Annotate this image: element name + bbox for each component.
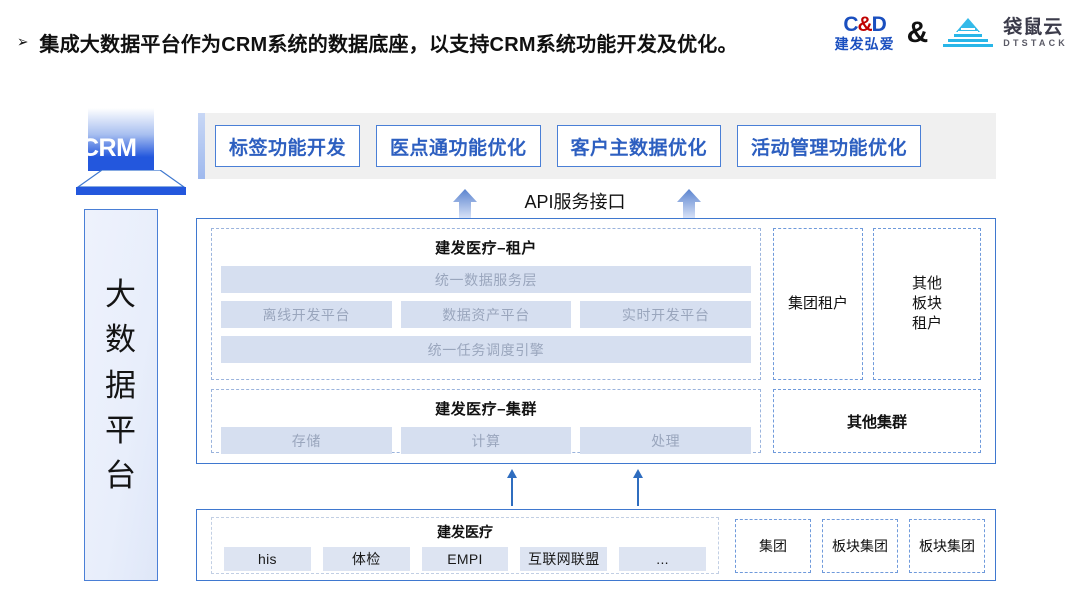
crm-modules-strip: 标签功能开发 医点通功能优化 客户主数据优化 活动管理功能优化 — [198, 113, 996, 179]
dtstack-name-en: DTSTACK — [1003, 37, 1068, 48]
sources-title: 建发医疗 — [437, 524, 493, 540]
source-side-group: 集团 — [735, 519, 811, 573]
bullet-arrow-icon: ➢ — [17, 33, 29, 51]
crm-funnel: CRM — [76, 108, 186, 196]
group-tenant-box: 集团租户 — [773, 228, 863, 380]
bar-char-4: 台 — [105, 458, 137, 493]
cluster-compute: 计算 — [400, 427, 572, 454]
tenant-platform-row: 离线开发平台 数据资产平台 实时开发平台 — [212, 301, 760, 328]
source-up-arrow-left-icon — [507, 469, 517, 506]
platform-container: 建发医疗–租户 统一数据服务层 离线开发平台 数据资产平台 实时开发平台 统一任… — [196, 218, 996, 464]
tenant-service-layer-row: 统一数据服务层 — [212, 266, 760, 293]
source-side-segment-group-2: 板块集团 — [909, 519, 985, 573]
cd-logo-c: C — [843, 13, 858, 36]
page-title: 集成大数据平台作为CRM系统的数据底座，以支持CRM系统功能开发及优化。 — [39, 34, 738, 56]
unified-data-service-layer: 统一数据服务层 — [221, 266, 751, 293]
data-sources-container: 建发医疗 his 体检 EMPI 互联网联盟 ... 集团 板块集团 板块集团 — [196, 509, 996, 581]
dtstack-wordmark: 袋鼠云 DTSTACK — [1003, 18, 1068, 48]
cd-logo-chinese: 建发弘爱 — [834, 36, 895, 52]
other-segment-tenant-box: 其他 板块 租户 — [873, 228, 981, 380]
dtstack-mark-icon — [943, 17, 994, 47]
source-chip-empi: EMPI — [421, 547, 509, 571]
big-data-platform-label: 大 数 据 平 台 — [85, 272, 157, 498]
source-chip-physical-exam: 体检 — [322, 547, 410, 571]
sources-chip-row: his 体检 EMPI 互联网联盟 ... — [212, 547, 718, 571]
other-tenant-line-1: 板块 — [911, 294, 942, 312]
tenant-scheduler-row: 统一任务调度引擎 — [212, 336, 760, 363]
module-chip-campaign-mgmt[interactable]: 活动管理功能优化 — [737, 125, 922, 167]
cluster-zone: 建发医疗–集群 存储 计算 处理 — [211, 389, 761, 454]
other-tenant-line-2: 租户 — [911, 315, 942, 333]
other-tenant-line-0: 其他 — [911, 274, 942, 292]
api-up-arrow-right-icon — [677, 189, 701, 221]
cd-logo-mark: C&D — [835, 14, 895, 35]
source-chip-internet-alliance: 互联网联盟 — [520, 547, 608, 571]
source-chip-his: his — [224, 547, 311, 571]
cluster-zone-title: 建发医疗–集群 — [435, 401, 537, 418]
cd-logo: C&D 建发弘爱 — [835, 14, 895, 51]
source-chip-more: ... — [619, 547, 706, 571]
unified-task-scheduler-engine: 统一任务调度引擎 — [221, 336, 751, 363]
realtime-dev-platform: 实时开发平台 — [580, 301, 752, 328]
api-up-arrow-left-icon — [453, 189, 477, 221]
other-cluster-box: 其他集群 — [773, 389, 981, 453]
module-chip-ydt-opt[interactable]: 医点通功能优化 — [376, 125, 541, 167]
tenant-zone: 建发医疗–租户 统一数据服务层 离线开发平台 数据资产平台 实时开发平台 统一任… — [211, 228, 761, 380]
bar-char-1: 数 — [105, 322, 137, 358]
dtstack-name-cn: 袋鼠云 — [1003, 16, 1064, 38]
bar-char-0: 大 — [105, 277, 137, 312]
module-chip-customer-master-data[interactable]: 客户主数据优化 — [556, 125, 722, 167]
offline-dev-platform: 离线开发平台 — [221, 301, 392, 328]
slide-header: ➢ 集成大数据平台作为CRM系统的数据底座，以支持CRM系统功能开发及优化。 C… — [0, 0, 1080, 86]
source-side-segment-group-1-label: 板块集团 — [832, 537, 888, 554]
data-asset-platform: 数据资产平台 — [400, 301, 572, 328]
api-service-label: API服务接口 — [524, 192, 626, 212]
dtstack-logo: 袋鼠云 DTSTACK — [940, 16, 1068, 50]
headline-row: ➢ 集成大数据平台作为CRM系统的数据底座，以支持CRM系统功能开发及优化。 — [16, 28, 738, 57]
crm-funnel-base-icon — [76, 170, 186, 195]
tenant-zone-title: 建发医疗–租户 — [435, 240, 537, 257]
cluster-items-row: 存储 计算 处理 — [212, 427, 760, 454]
ampersand-separator: & — [906, 15, 929, 49]
cluster-storage: 存储 — [221, 427, 392, 454]
crm-funnel-body — [88, 108, 154, 171]
bar-char-2: 据 — [105, 367, 137, 403]
jianfa-medical-sources: 建发医疗 his 体检 EMPI 互联网联盟 ... — [211, 517, 719, 574]
other-cluster-label: 其他集群 — [846, 413, 907, 431]
cluster-processing: 处理 — [580, 427, 752, 454]
source-side-group-label: 集团 — [759, 537, 787, 554]
source-side-segment-group-2-label: 板块集团 — [919, 537, 975, 554]
source-side-segment-group-1: 板块集团 — [822, 519, 898, 573]
source-up-arrow-right-icon — [633, 469, 643, 506]
crm-label: CRM — [81, 134, 137, 162]
group-tenant-label: 集团租户 — [787, 294, 848, 312]
big-data-platform-bar: 大 数 据 平 台 — [84, 209, 158, 581]
cd-logo-d: D — [871, 13, 887, 36]
bar-char-3: 平 — [105, 412, 137, 448]
cd-logo-ampersand: & — [857, 13, 873, 36]
module-chip-tag-dev[interactable]: 标签功能开发 — [215, 125, 361, 167]
other-segment-tenant-label: 其他 板块 租户 — [912, 274, 942, 335]
logo-group: C&D 建发弘爱 & 袋鼠云 DTSTACK — [835, 14, 1068, 51]
modules-strip-accent-bar — [198, 113, 205, 179]
